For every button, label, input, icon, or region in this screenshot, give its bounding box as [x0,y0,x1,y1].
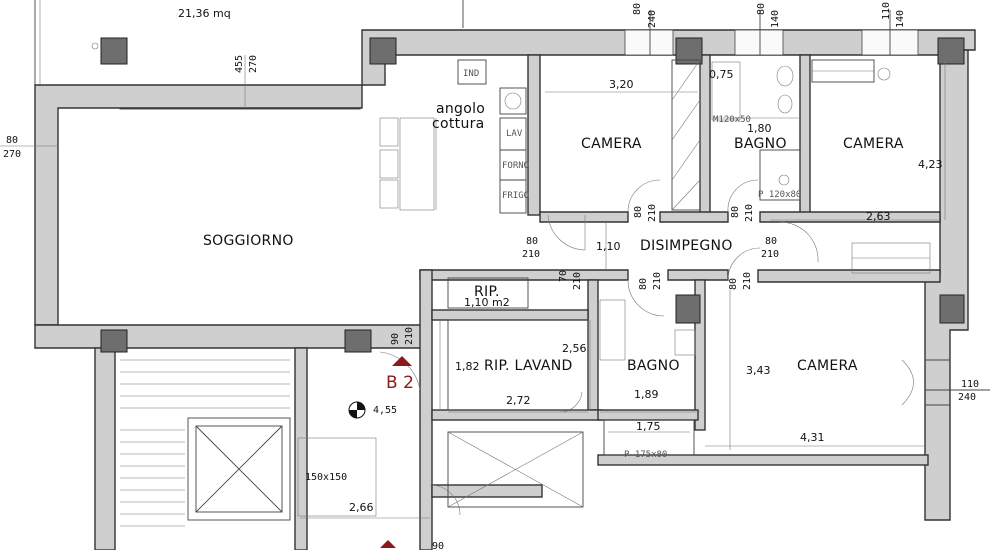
dim-2-66: 2,66 [349,501,374,514]
appliance-frigo-label: FRIGO [502,191,529,201]
dim-4-31: 4,31 [800,431,825,444]
dim-0-75: 0,75 [709,68,734,81]
room-bagno-1-label: BAGNO [734,136,787,152]
room-rip-area: 1,10 m2 [464,296,510,309]
dim-1-10: 1,10 [596,240,621,253]
stairwell [120,359,377,527]
door-5-height: 210 [572,272,583,290]
door-6-height: 210 [652,272,663,290]
room-camera-1-label: CAMERA [581,136,642,152]
door-8-width: 90 [390,333,401,345]
camera-3-window [901,359,990,406]
window-right-height: 240 [958,392,976,403]
shower-2-label: P 120x80 [758,190,801,200]
section-marker-b2 [392,356,412,366]
dimension-lines [0,55,946,519]
window-top-2-height: 140 [770,10,781,28]
window-soggiorno-width: 455 [234,55,245,73]
window-top-3-width: 110 [881,2,892,20]
door-8-height: 210 [404,327,415,345]
dim-1-75: 1,75 [636,420,661,433]
bagno-1-fixtures [711,61,801,201]
wardrobe-1 [671,59,701,211]
window-left-height: 270 [3,149,21,160]
door-6-width: 80 [638,278,649,290]
door-4-width: 80 [765,236,777,247]
dim-3-20: 3,20 [609,78,634,91]
appliance-ind-label: IND [463,69,479,79]
shower-1-label: M120x50 [713,115,751,125]
room-rip-lavand-label: RIP. LAVAND [484,358,573,374]
window-top-1-width: 80 [632,3,643,15]
window-right-width: 110 [961,379,979,390]
dim-2-56: 2,56 [562,342,587,355]
door-2-width: 80 [633,206,644,218]
window-left-width: 80 [6,135,18,146]
door-7-height: 210 [742,272,753,290]
room-disimpegno-label: DISIMPEGNO [640,238,733,254]
kitchen [379,59,527,214]
elevator-size: 150x150 [305,472,347,483]
dim-1-82: 1,82 [455,360,480,373]
door-5-width: 70 [558,270,569,282]
bottom-opening-width: 90 [432,541,444,550]
door-3-width: 80 [730,206,741,218]
room-rip-label: RIP. [474,284,500,300]
door-4-height: 210 [761,249,779,260]
dim-3-43: 3,43 [746,364,771,377]
room-camera-3-label: CAMERA [797,358,858,374]
dim-4-23: 4,23 [918,158,943,171]
window-top-3-height: 140 [895,10,906,28]
dim-1-89: 1,89 [634,388,659,401]
outer-walls [34,29,976,550]
pillar [100,37,128,65]
window-top-1-height: 240 [647,10,658,28]
room-cottura-label: cottura [432,116,485,132]
bed-camera-2 [811,59,931,274]
door-1-height: 210 [522,249,540,260]
section-marker-b2-bottom [380,540,396,548]
window-soggiorno-height: 270 [248,55,259,73]
room-camera-2-label: CAMERA [843,136,904,152]
rip-storage [447,277,696,508]
door-1-width: 80 [526,236,538,247]
door-3-height: 210 [744,204,755,222]
elevation-value: 4,55 [373,405,397,416]
dim-1-80: 1,80 [747,122,772,135]
section-marker-b2-label: B 2 [386,373,414,393]
dim-2-63: 2,63 [866,210,891,223]
room-bagno-2-label: BAGNO [627,358,680,374]
shower-3-label: P 175x80 [624,450,667,460]
appliance-forno-label: FORNO [502,161,529,171]
door-2-height: 210 [647,204,658,222]
appliance-lav-label: LAV [506,129,523,139]
terrace-area-label: 21,36 mq [178,7,231,20]
door-7-width: 80 [728,278,739,290]
pillars [100,37,965,353]
window-top-2-width: 80 [756,3,767,15]
top-windows [624,10,919,56]
room-soggiorno-label: SOGGIORNO [203,233,294,249]
room-angolo-label: angolo [436,101,485,117]
dim-2-72: 2,72 [506,394,531,407]
elevation-marker [348,401,366,419]
